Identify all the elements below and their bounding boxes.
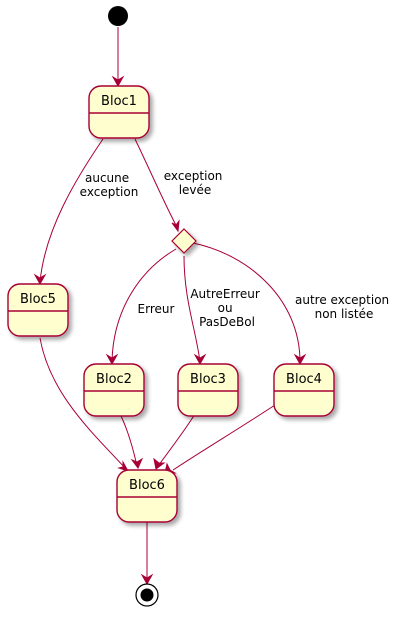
state-bloc3: Bloc3 <box>177 363 239 417</box>
edge-label-exception-levee: exception levée <box>164 169 226 197</box>
edges <box>39 27 301 582</box>
state-label: Bloc5 <box>20 292 56 307</box>
arrowhead-icon <box>33 273 47 286</box>
edge-label-line: Erreur <box>138 302 175 316</box>
edge-label-line: non listée <box>315 307 374 321</box>
state-label: Bloc4 <box>286 372 322 387</box>
final-state-icon <box>135 583 159 607</box>
edge-label-line: ou <box>218 301 233 315</box>
edge-label-line: levée <box>179 183 212 197</box>
edge-choice-to-bloc3 <box>183 255 201 363</box>
arrowhead-icon <box>153 457 166 470</box>
edge-label-line: aucune <box>85 171 129 185</box>
arrowhead-icon <box>171 219 180 233</box>
edge-bloc1-to-choice <box>134 138 179 230</box>
edge-label-line: exception <box>80 185 139 199</box>
arrowhead-icon <box>130 457 144 469</box>
choice-diamond-icon <box>171 228 197 254</box>
arrowhead-icon <box>111 75 125 88</box>
edge-label-aucune-exception: aucune exception <box>80 171 139 199</box>
state-label: Bloc6 <box>129 478 165 493</box>
edge-label-autre-erreur: AutreErreur ou PasDeBol <box>190 287 263 329</box>
edge-label-line: exception <box>164 169 223 183</box>
edge-bloc2-to-bloc6 <box>119 413 138 467</box>
state-bloc6: Bloc6 <box>116 469 178 523</box>
arrowheads <box>33 75 307 586</box>
edge-label-line: PasDeBol <box>199 315 255 329</box>
arrowhead-icon <box>193 353 207 366</box>
state-bloc1: Bloc1 <box>88 85 150 139</box>
state-label: Bloc1 <box>101 94 137 109</box>
arrowhead-icon <box>293 353 307 366</box>
edge-choice-to-bloc2 <box>111 248 177 363</box>
edge-choice-to-bloc4 <box>192 242 301 363</box>
edge-label-autre-exception: autre exception non listée <box>295 293 393 321</box>
edge-bloc4-to-bloc6 <box>172 404 276 471</box>
state-bloc5: Bloc5 <box>7 283 69 337</box>
edge-label-erreur: Erreur <box>138 302 175 316</box>
state-bloc4: Bloc4 <box>273 363 335 417</box>
state-label: Bloc2 <box>96 372 132 387</box>
arrowhead-icon <box>140 573 154 586</box>
state-label: Bloc3 <box>190 372 226 387</box>
edge-bloc1-to-bloc5 <box>39 138 104 283</box>
state-bloc2: Bloc2 <box>83 363 145 417</box>
edge-label-line: autre exception <box>295 293 389 307</box>
edge-bloc3-to-bloc6 <box>157 413 196 467</box>
edge-bloc5-to-bloc6 <box>39 337 126 469</box>
edge-label-line: AutreErreur <box>190 287 260 301</box>
arrowhead-icon <box>105 353 119 366</box>
initial-state-icon <box>108 6 128 26</box>
